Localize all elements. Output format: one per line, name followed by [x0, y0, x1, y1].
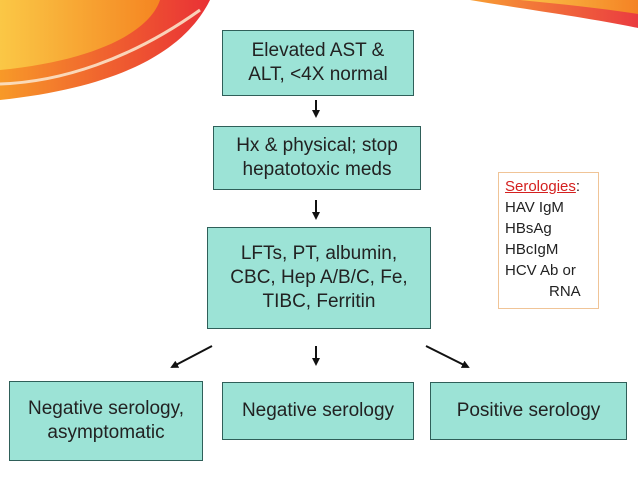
serology-item-rna: RNA: [549, 283, 581, 300]
serologies-heading: Serologies: [505, 178, 576, 195]
node-negative-asymptomatic: Negative serology, asymptomatic: [9, 381, 203, 461]
serology-item-hcv: HCV Ab or: [505, 262, 576, 279]
arrow-labs-to-positive: [425, 345, 470, 368]
serology-item-hav: HAV IgM: [505, 199, 564, 216]
serologies-heading-line: Serologies:: [505, 176, 592, 197]
node-elevated-ast-alt: Elevated AST & ALT, <4X normal: [222, 30, 414, 96]
node-lab-tests: LFTs, PT, albumin, CBC, Hep A/B/C, Fe, T…: [207, 227, 431, 329]
node-positive-serology: Positive serology: [430, 382, 627, 440]
arrow-labs-to-negative-asymptomatic: [170, 345, 213, 368]
node-negative-serology: Negative serology: [222, 382, 414, 440]
serologies-callout: Serologies: HAV IgM HBsAg HBcIgM HCV Ab …: [498, 172, 599, 309]
node-history-physical: Hx & physical; stop hepatotoxic meds: [213, 126, 421, 190]
serology-item-hbsag: HBsAg: [505, 220, 552, 237]
serologies-colon: :: [575, 178, 581, 195]
serology-item-hbcigm: HBcIgM: [505, 241, 559, 258]
